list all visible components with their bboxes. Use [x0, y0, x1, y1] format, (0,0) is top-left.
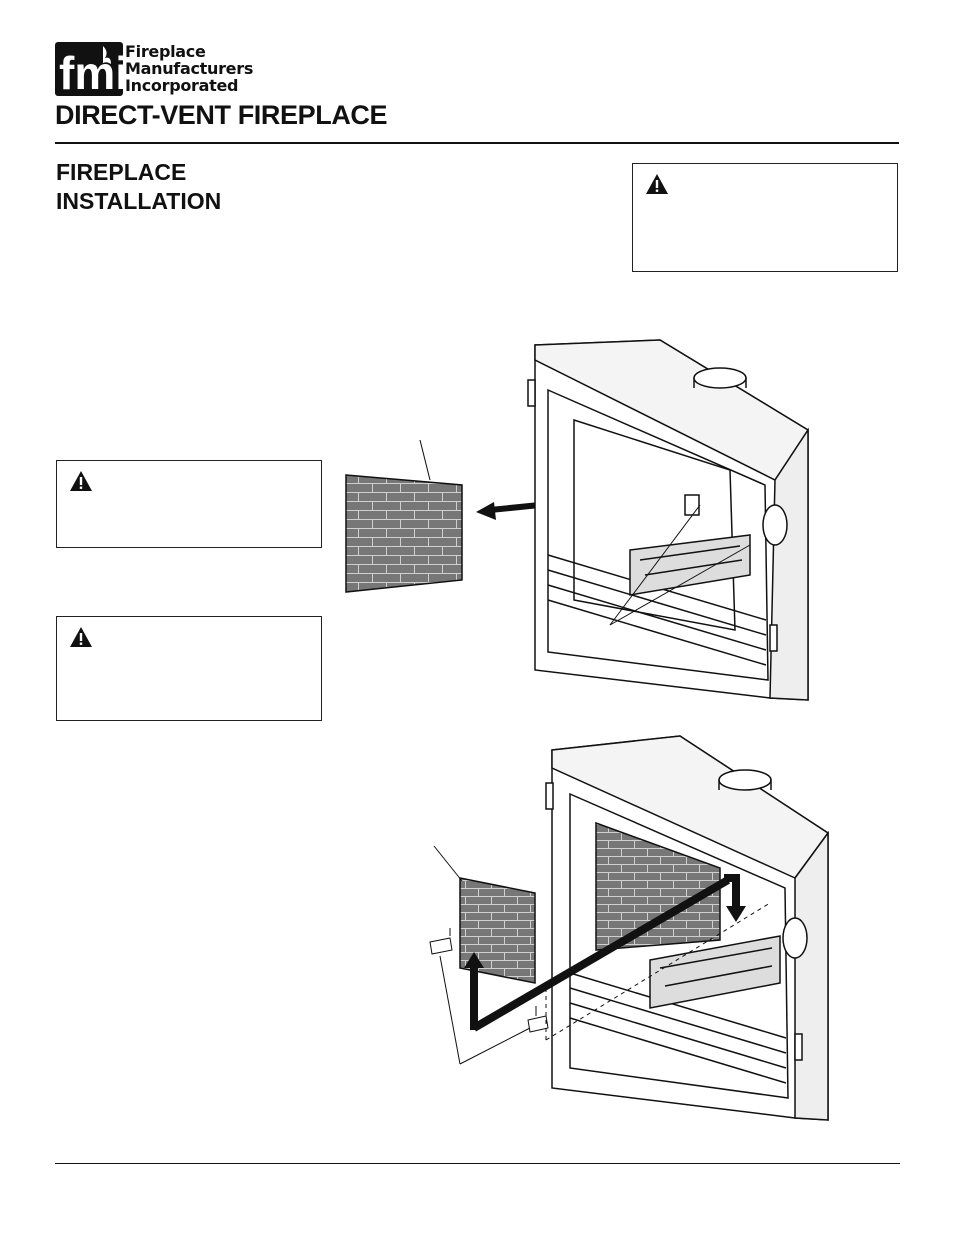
callout-lines	[609, 504, 751, 626]
brick-panel	[345, 474, 463, 593]
leader-line	[433, 845, 463, 882]
callout-lines	[439, 955, 531, 1065]
warning-triangle-icon	[70, 627, 92, 647]
section-title-line-2: INSTALLATION	[56, 188, 222, 214]
warning-box-top	[632, 163, 898, 272]
footer-divider	[55, 1163, 900, 1164]
illustration-install-panel	[429, 735, 830, 1121]
warning-triangle-icon	[70, 471, 92, 491]
warning-box-middle	[56, 460, 322, 548]
guide-dashes	[545, 902, 771, 1041]
fmi-logo-mark: fmi	[55, 42, 128, 99]
document-title: DIRECT-VENT FIREPLACE	[55, 100, 388, 130]
installation-arrow	[464, 874, 746, 1032]
section-title: FIREPLACE INSTALLATION	[56, 158, 221, 216]
brand-line-2: Manufacturers	[125, 59, 254, 78]
header-divider	[55, 142, 899, 144]
brand-line-3: Incorporated	[125, 76, 239, 95]
fireplace-unit	[527, 339, 810, 701]
mounting-bracket	[429, 928, 549, 1033]
illustration-remove-panel	[345, 339, 810, 701]
brand-line-1: Fireplace	[125, 42, 206, 61]
company-logo: fmi Fireplace Manufacturers Incorporated	[55, 42, 285, 99]
leader-line	[419, 439, 431, 481]
logo-mark-text: fmi	[59, 47, 125, 98]
section-title-line-1: FIREPLACE	[56, 159, 187, 185]
fireplace-unit	[545, 735, 830, 1121]
brick-panel	[459, 877, 536, 984]
warning-triangle-icon	[646, 174, 668, 194]
warning-box-lower	[56, 616, 322, 721]
